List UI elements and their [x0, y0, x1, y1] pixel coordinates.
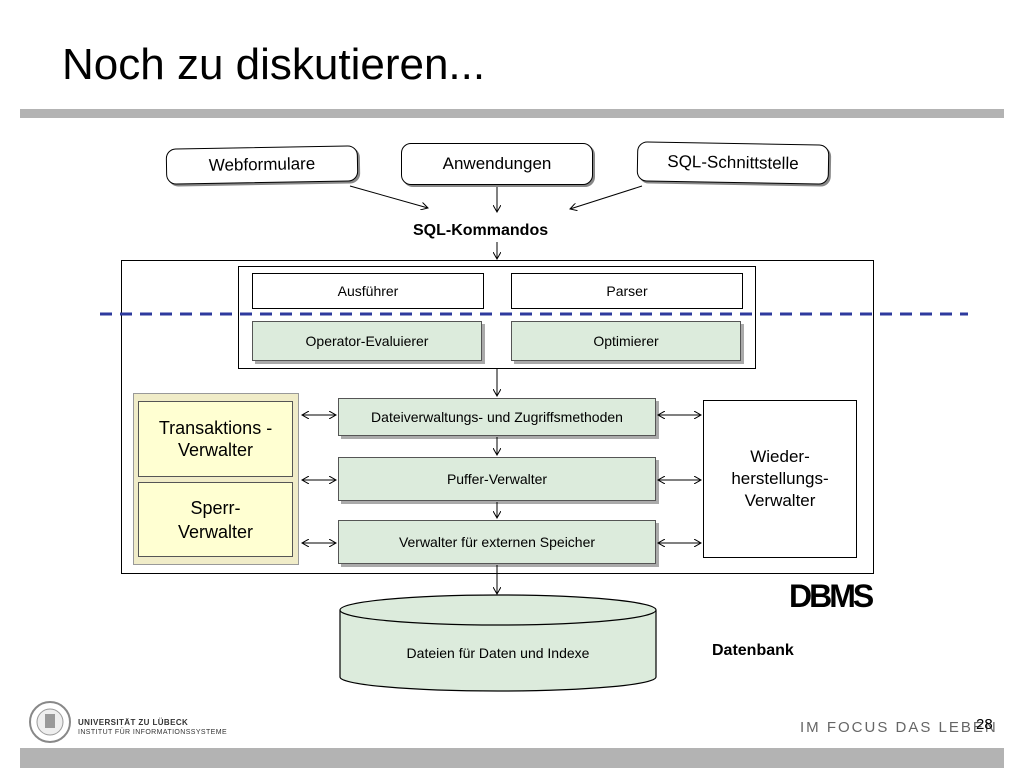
sql-kommandos-label: SQL-Kommandos	[413, 222, 549, 239]
puffer-verwalter-box: Puffer-Verwalter	[338, 457, 656, 501]
dateiverwaltung-box: Dateiverwaltungs- und Zugriffsmethoden	[338, 398, 656, 436]
operator-evaluierer-box: Operator-Evaluierer	[252, 321, 482, 361]
transaktions-verwalter-box: Transaktions - Verwalter	[138, 401, 293, 477]
ausfuehrer-box: Ausführer	[252, 273, 484, 309]
database-files-label: Dateien für Daten und Indexe	[406, 645, 590, 661]
slide-title: Noch zu diskutieren...	[62, 40, 486, 89]
slogan: IM FOCUS DAS LEBEN	[800, 719, 998, 736]
datenbank-label: Datenbank	[712, 642, 794, 659]
institute-name: INSTITUT FÜR INFORMATIONSSYSTEME	[78, 729, 228, 736]
university-name: UNIVERSITÄT ZU LÜBECK	[78, 718, 189, 727]
dbms-label: DBMS	[789, 578, 874, 614]
anwendungen-box: Anwendungen	[401, 143, 593, 185]
wiederherstellungs-verwalter-box: Wieder- herstellungs- Verwalter	[703, 400, 857, 558]
optimierer-box: Optimierer	[511, 321, 741, 361]
externer-speicher-box: Verwalter für externen Speicher	[338, 520, 656, 564]
sperr-verwalter-box: Sperr- Verwalter	[138, 482, 293, 557]
page-number: 28	[976, 716, 993, 733]
title-divider	[20, 109, 1004, 118]
footer-bar	[20, 748, 1004, 768]
parser-box: Parser	[511, 273, 743, 309]
query-processing-frame	[238, 266, 756, 369]
